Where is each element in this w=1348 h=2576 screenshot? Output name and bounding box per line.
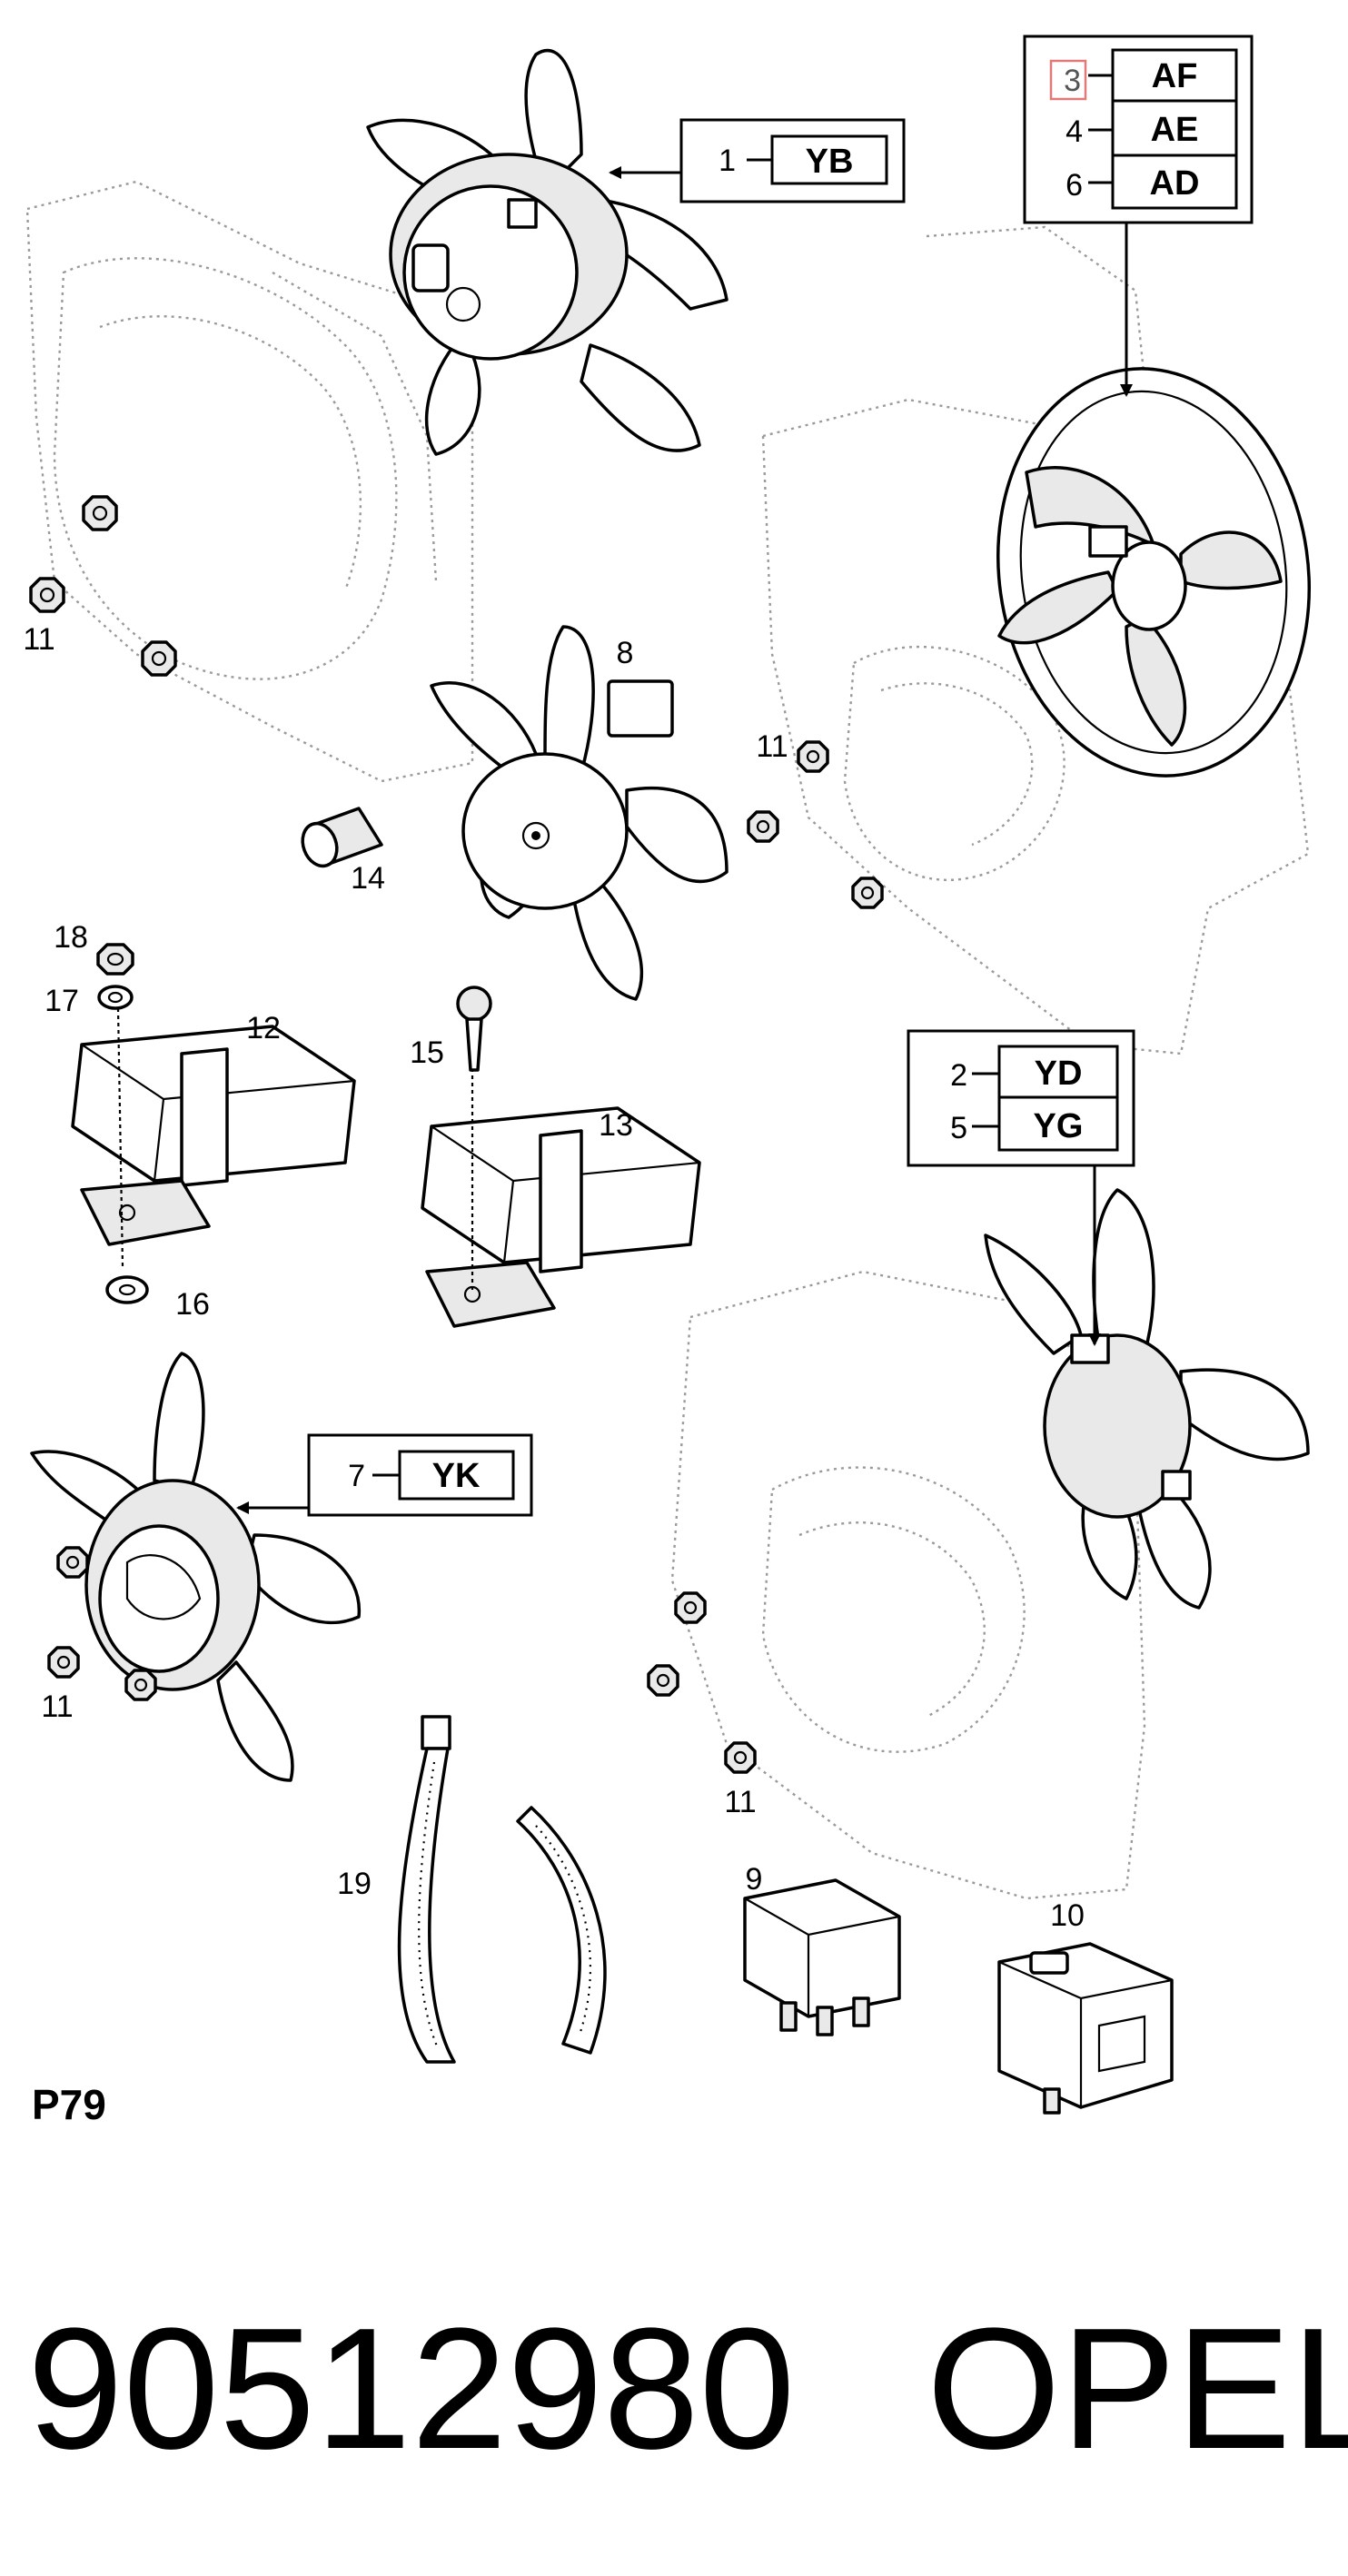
callout-af-code: AF xyxy=(1152,57,1198,95)
relay-10[interactable] xyxy=(997,1942,1174,2115)
highlight-box xyxy=(1049,59,1087,101)
nut xyxy=(724,1741,757,1774)
nut xyxy=(124,1669,157,1701)
brand-name: OPEL xyxy=(927,2293,1348,2485)
label-12: 12 xyxy=(246,1011,281,1045)
washer-16 xyxy=(105,1275,149,1304)
callout-yk[interactable]: 7 YK xyxy=(236,1433,533,1517)
callout-yb[interactable]: 1 YB xyxy=(609,118,906,203)
nut xyxy=(747,810,779,843)
nuts-group xyxy=(29,495,884,1774)
callout-ad-number: 6 xyxy=(1066,168,1083,203)
nut xyxy=(797,740,829,773)
label-10: 10 xyxy=(1050,1898,1085,1933)
label-15: 15 xyxy=(410,1035,444,1070)
rubber-sleeve xyxy=(301,807,383,868)
callout-af-number: 3 xyxy=(1064,64,1081,98)
callout-yk-number: 7 xyxy=(348,1459,365,1493)
fan-motor-assembly-4[interactable] xyxy=(984,1188,1310,1610)
relay-9[interactable] xyxy=(743,1878,901,2036)
nut xyxy=(647,1664,679,1697)
label-13: 13 xyxy=(599,1108,633,1143)
label-11-a: 11 xyxy=(23,622,55,657)
ghost-shroud-bottom-right xyxy=(670,1270,1146,1900)
callout-yd-number: 2 xyxy=(950,1058,967,1093)
nut xyxy=(674,1591,707,1624)
callout-ae-code: AE xyxy=(1151,111,1199,149)
fan-motor-assembly-5[interactable] xyxy=(30,1352,361,1782)
label-18: 18 xyxy=(54,920,88,955)
resistor-module-12[interactable] xyxy=(71,1007,356,1268)
figure-id: P79 xyxy=(32,2081,106,2128)
callout-af-ae-ad[interactable]: 3 AF 4 AE 6 AD xyxy=(1023,35,1254,397)
nut xyxy=(47,1646,80,1679)
label-9: 9 xyxy=(746,1862,763,1897)
callout-ad-code: AD xyxy=(1150,164,1200,203)
fan-motor-assembly-2[interactable] xyxy=(972,349,1334,797)
callout-ae-number: 4 xyxy=(1066,114,1083,149)
nut xyxy=(82,495,118,531)
label-14: 14 xyxy=(351,861,385,896)
ghost-shroud-top-right xyxy=(761,225,1310,1055)
nut-18 xyxy=(96,943,134,976)
fan-motor-assembly-3[interactable] xyxy=(430,625,729,1001)
callout-yd-code: YD xyxy=(1035,1055,1083,1093)
washer-17 xyxy=(97,985,134,1010)
callout-yd-yg[interactable]: 2 YD 5 YG xyxy=(907,1029,1135,1346)
resistor-module-13[interactable] xyxy=(421,1054,701,1328)
callout-yb-number: 1 xyxy=(719,144,736,178)
part-number: 90512980 xyxy=(27,2293,795,2485)
screw-15 xyxy=(456,986,492,1072)
label-11-b: 11 xyxy=(756,729,788,764)
callout-yg-code: YG xyxy=(1034,1107,1084,1145)
label-11-d: 11 xyxy=(724,1785,756,1819)
label-8: 8 xyxy=(617,636,634,670)
nut xyxy=(851,877,884,909)
nut xyxy=(141,640,177,677)
nut xyxy=(29,577,65,613)
label-16: 16 xyxy=(175,1287,210,1322)
fan-motor-assembly-1[interactable] xyxy=(366,48,729,456)
callout-yb-code: YB xyxy=(806,143,854,181)
ghost-shroud-top-left xyxy=(25,180,474,783)
label-11-c: 11 xyxy=(41,1689,73,1724)
callout-yg-number: 5 xyxy=(950,1111,967,1145)
label-17: 17 xyxy=(45,984,79,1018)
cable-ties[interactable] xyxy=(397,1715,607,2064)
callout-yk-code: YK xyxy=(432,1457,481,1495)
label-19: 19 xyxy=(337,1867,372,1901)
nut xyxy=(56,1546,89,1579)
